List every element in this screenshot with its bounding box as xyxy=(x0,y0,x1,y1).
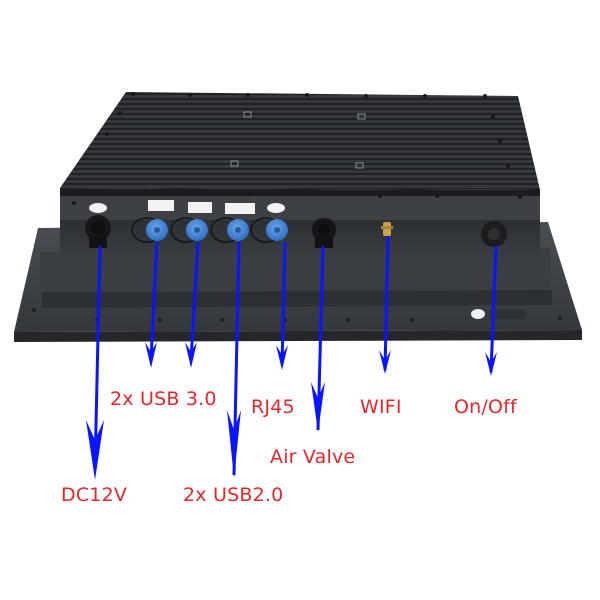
air-valve-connector xyxy=(312,218,336,248)
label-dc12v: DC12V xyxy=(61,484,128,506)
heatsink xyxy=(60,92,540,198)
dc12v-connector xyxy=(85,215,111,248)
tag-dc12v xyxy=(89,203,107,213)
arrows xyxy=(86,235,498,480)
arrow-usb3-b xyxy=(185,241,200,368)
usb3-connector-a xyxy=(131,217,168,243)
tag-usb2 xyxy=(225,203,255,214)
connectors xyxy=(85,215,507,248)
arrow-dc12v xyxy=(86,245,104,480)
usb3-connector-b xyxy=(170,217,208,243)
usb2-connector xyxy=(210,217,249,243)
power-button xyxy=(481,221,507,247)
label-air-valve: Air Valve xyxy=(270,446,356,468)
label-usb3: 2x USB 3.0 xyxy=(110,388,217,410)
port-tags xyxy=(89,200,285,214)
tag-usb3-a xyxy=(148,200,174,211)
label-usb2: 2x USB2.0 xyxy=(183,484,284,506)
arrow-usb3-a xyxy=(145,241,159,368)
label-onoff: On/Off xyxy=(454,396,517,418)
connector-panel xyxy=(60,190,540,256)
wifi-antenna-connector xyxy=(381,222,393,236)
arrow-air-valve xyxy=(311,245,325,432)
arrow-usb2 xyxy=(227,241,241,478)
arrow-wifi xyxy=(379,235,391,374)
tag-rj45 xyxy=(267,203,285,213)
tag-usb3-b xyxy=(188,202,212,213)
rj45-connector xyxy=(250,217,288,243)
arrow-rj45 xyxy=(276,241,288,370)
arrow-onoff xyxy=(485,245,498,376)
label-wifi: WIFI xyxy=(360,396,402,418)
label-rj45: RJ45 xyxy=(251,396,295,418)
